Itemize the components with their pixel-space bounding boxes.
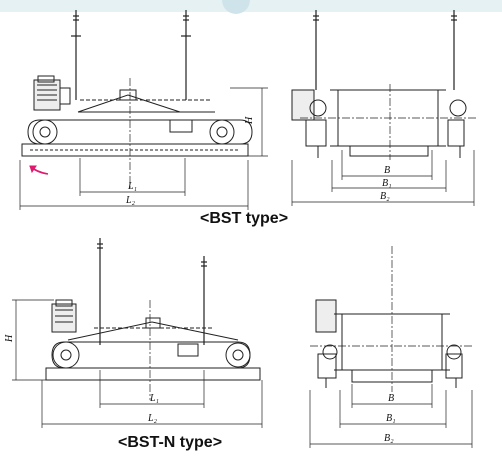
bstn-end-view — [309, 246, 474, 448]
bstn-b-label: B — [388, 393, 394, 404]
bst-b2-label: B₂ — [380, 191, 390, 202]
bstn-l2-label: L₂ — [147, 413, 158, 424]
bstn-b2-label: B₂ — [384, 433, 394, 444]
bst-l1-label: L₁ — [127, 181, 137, 192]
bst-b1-label: B₁ — [382, 178, 392, 189]
bst-type-caption: <BST type> — [200, 210, 289, 227]
bstn-end-width-dimensions — [309, 384, 473, 448]
bstn-side-length-dimensions — [41, 370, 263, 428]
bst-end-motor — [291, 89, 315, 121]
bst-end-width-dimensions — [291, 150, 475, 206]
top-banner — [0, 0, 502, 14]
bst-side-belt — [27, 119, 253, 145]
bst-side-length-dimensions — [19, 158, 249, 210]
bstn-type-caption: <BST-N type> — [118, 434, 223, 451]
bst-side-pulleys — [32, 119, 235, 145]
bst-side-base — [21, 143, 249, 157]
bstn-side-motor — [51, 299, 77, 333]
bstn-side-base — [45, 367, 261, 381]
banner-decoration — [222, 0, 250, 14]
bst-side-view — [19, 10, 268, 210]
bst-side-motor — [33, 75, 71, 111]
bst-h-label: H — [244, 116, 255, 125]
bstn-b1-label: B₁ — [386, 413, 396, 424]
bstn-end-motor — [315, 299, 337, 333]
bstn-side-h-dimension — [12, 299, 54, 381]
bstn-h-label: H — [4, 334, 15, 343]
bstn-l1-label: L₁ — [149, 393, 159, 404]
bst-l2-label: L₂ — [125, 195, 136, 206]
bst-end-view — [291, 10, 478, 206]
bst-side-hanger-rods — [71, 10, 191, 100]
bst-side-h-dimension — [230, 87, 268, 157]
bstn-side-view — [12, 238, 263, 428]
bstn-side-belt — [51, 341, 251, 369]
bst-b-label: B — [384, 165, 390, 176]
